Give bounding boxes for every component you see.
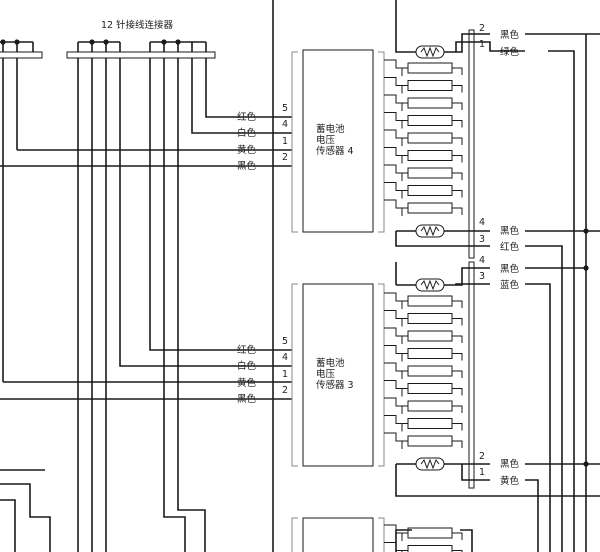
sensor-3-right-pin: 1 bbox=[479, 467, 485, 478]
sensor-4-right-color: 绿色 bbox=[500, 46, 520, 58]
sensor-3-right-pin: 4 bbox=[479, 255, 485, 266]
sensor-4-right-connector bbox=[468, 29, 475, 259]
sensor-3-wire-color: 黄色 bbox=[237, 377, 257, 389]
sensor-4-wire-color: 红色 bbox=[237, 111, 257, 123]
sensor-3-label-line2: 电压 bbox=[316, 368, 336, 380]
battery-cell-icon bbox=[407, 330, 453, 342]
junction-dot-icon bbox=[89, 39, 95, 45]
battery-cell-icon bbox=[407, 62, 453, 74]
sensor-3-pin: 1 bbox=[282, 369, 288, 380]
battery-cell-icon bbox=[407, 348, 453, 359]
battery-cell-icon bbox=[407, 295, 453, 307]
sensor-3-wire-color: 黑色 bbox=[237, 393, 257, 405]
sensor-3-right-color: 蓝色 bbox=[500, 279, 520, 291]
sensor-3: 蓄电池 电压 传感器 3 红色 白色 黄色 黑色 5 4 1 2 bbox=[237, 283, 385, 467]
sensor-4-wire-color: 黑色 bbox=[237, 160, 257, 172]
sensor-4-right-color: 黑色 bbox=[500, 225, 520, 237]
sensor-4-right-pin: 2 bbox=[479, 23, 485, 34]
sensor-3-wire-color: 白色 bbox=[237, 360, 257, 372]
sensor-3-right-pin: 3 bbox=[479, 271, 485, 282]
fuses bbox=[415, 45, 445, 471]
sensor-4-right-pin: 3 bbox=[479, 234, 485, 245]
harness-wires bbox=[0, 58, 292, 552]
twelve-pin-connector bbox=[66, 39, 216, 59]
battery-cell-icon bbox=[407, 185, 453, 196]
sensor-4-label-line1: 蓄电池 bbox=[316, 123, 345, 135]
battery-cell-icon bbox=[407, 365, 453, 377]
sensor-3-pin: 5 bbox=[282, 336, 288, 347]
sensor-3-pin: 4 bbox=[282, 352, 288, 363]
sensor-4-right-pin: 4 bbox=[479, 217, 485, 228]
sensor-2-partial bbox=[291, 517, 385, 552]
left-connector bbox=[0, 39, 43, 382]
battery-cell-icon bbox=[407, 97, 453, 109]
junction-dot-icon bbox=[583, 461, 589, 467]
sensor-4-pin: 5 bbox=[282, 103, 288, 114]
sensor-4-cells bbox=[384, 59, 463, 216]
sensor-3-label-line3: 传感器 3 bbox=[316, 379, 354, 391]
battery-cell-icon bbox=[407, 80, 453, 91]
battery-cell-icon bbox=[407, 167, 453, 179]
connector-title: 12 针接线连接器 bbox=[101, 19, 174, 31]
sensor-3-right-color: 黑色 bbox=[500, 263, 520, 275]
sensor-3-right-color: 黑色 bbox=[500, 458, 520, 470]
battery-cell-icon bbox=[407, 545, 453, 552]
battery-cell-icon bbox=[407, 418, 453, 429]
battery-cell-icon bbox=[407, 202, 453, 214]
battery-cell-icon bbox=[407, 435, 453, 447]
sensor-4-wire-color: 白色 bbox=[237, 127, 257, 139]
sensor-3-pin: 2 bbox=[282, 385, 288, 396]
sensor-3-right-pin: 2 bbox=[479, 451, 485, 462]
sensor-3-module bbox=[302, 283, 374, 467]
junction-dot-icon bbox=[175, 39, 181, 45]
sensor-3-cells bbox=[384, 292, 463, 449]
sensor-4-wire-color: 黄色 bbox=[237, 144, 257, 156]
battery-cell-icon bbox=[407, 383, 453, 394]
junction-dot-icon bbox=[161, 39, 167, 45]
sensor-3-wire-color: 红色 bbox=[237, 344, 257, 356]
battery-cell-icon bbox=[407, 115, 453, 126]
sensor-3-label-line1: 蓄电池 bbox=[316, 357, 345, 369]
battery-cell-icon bbox=[407, 150, 453, 161]
sensor-3-right-labels: 4 黑色 3 蓝色 2 黑色 1 黄色 bbox=[479, 255, 520, 487]
sensor-4-pin: 2 bbox=[282, 152, 288, 163]
right-wiring bbox=[395, 0, 600, 552]
sensor-3-right-color: 黄色 bbox=[500, 475, 520, 487]
sensor-4-right-pin: 1 bbox=[479, 39, 485, 50]
sensor-4-pin: 4 bbox=[282, 119, 288, 130]
sensor-4-right-labels: 2 黑色 1 绿色 4 黑色 3 红色 bbox=[479, 23, 520, 253]
sensor-4-right-color: 红色 bbox=[500, 241, 520, 253]
sensor-4-label-line2: 电压 bbox=[316, 134, 336, 146]
sensor-4-pin: 1 bbox=[282, 136, 288, 147]
battery-cell-icon bbox=[407, 313, 453, 324]
sensor-4: 蓄电池 电压 传感器 4 红色 白色 黄色 黑色 5 4 1 2 bbox=[237, 49, 385, 233]
sensor-4-label-line3: 传感器 4 bbox=[316, 145, 354, 157]
battery-cell-icon bbox=[407, 400, 453, 412]
battery-cell-icon bbox=[407, 132, 453, 144]
battery-cell-icon bbox=[407, 527, 453, 539]
sensor-4-module bbox=[302, 49, 374, 233]
sensor-3-right-connector bbox=[468, 261, 475, 489]
sensor-4-right-color: 黑色 bbox=[500, 29, 520, 41]
junction-dot-icon bbox=[103, 39, 109, 45]
